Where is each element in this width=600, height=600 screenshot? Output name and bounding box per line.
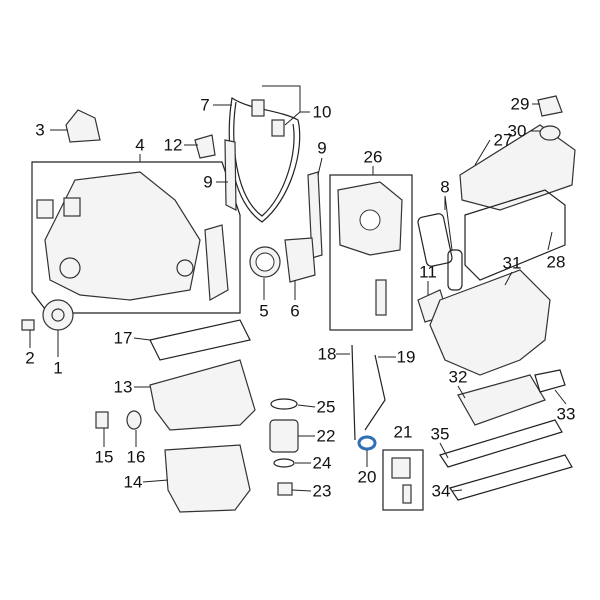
cap-part: [537, 95, 563, 117]
callout-c8[interactable]: 8: [440, 177, 450, 197]
callout-c31[interactable]: 31: [502, 253, 522, 273]
lower-oil-pan-part: [164, 444, 251, 513]
chain-guide-part: [307, 171, 323, 259]
callout-c16[interactable]: 16: [126, 447, 146, 467]
drain-plug-part: [277, 482, 293, 496]
callout-c27[interactable]: 27: [493, 130, 513, 150]
gasket-part: [449, 454, 573, 501]
plug-part: [95, 411, 109, 429]
callout-c12[interactable]: 12: [163, 135, 183, 155]
callout-c5[interactable]: 5: [259, 301, 269, 321]
tensioner-part: [251, 99, 265, 117]
cover-part: [204, 224, 229, 301]
seal-part: [539, 125, 561, 141]
callout-c22[interactable]: 22: [316, 426, 336, 446]
callout-c17[interactable]: 17: [113, 328, 133, 348]
idler-part: [194, 134, 216, 159]
callout-c28[interactable]: 28: [546, 252, 566, 272]
o-ring-part: [270, 398, 298, 410]
tensioner-part: [65, 109, 101, 143]
valve-cover-part: [459, 124, 576, 211]
gasket-part: [447, 249, 463, 291]
callout-c4[interactable]: 4: [135, 135, 145, 155]
leader-lines: [29, 85, 567, 492]
callout-c25[interactable]: 25: [316, 397, 336, 417]
group-box-4: [31, 161, 241, 314]
callout-c10[interactable]: 10: [312, 102, 332, 122]
callout-c19[interactable]: 19: [396, 347, 416, 367]
seal-part: [59, 257, 81, 279]
seal-part: [126, 410, 142, 430]
bolt-part: [21, 319, 35, 331]
gasket-part: [439, 419, 563, 468]
group-box-26: [329, 174, 413, 331]
callout-c9b[interactable]: 9: [203, 172, 213, 192]
gasket-part: [36, 199, 54, 219]
timing-cover-part: [44, 171, 201, 301]
gasket-part: [417, 213, 453, 267]
oil-filter-housing-part: [269, 419, 299, 453]
callout-c33[interactable]: 33: [556, 404, 576, 424]
filter-part: [402, 484, 412, 504]
callout-c2[interactable]: 2: [25, 348, 35, 368]
callout-c13[interactable]: 13: [113, 377, 133, 397]
filter-element-part: [391, 457, 411, 479]
callout-c7[interactable]: 7: [200, 95, 210, 115]
gasket-part: [534, 369, 566, 393]
callout-c15[interactable]: 15: [94, 447, 114, 467]
plate-part: [284, 237, 316, 283]
callout-c35[interactable]: 35: [430, 424, 450, 444]
callout-c26[interactable]: 26: [363, 147, 383, 167]
group-box-21: [382, 449, 424, 511]
gasket-part: [63, 197, 81, 217]
callout-c29[interactable]: 29: [510, 94, 530, 114]
callout-c6[interactable]: 6: [290, 301, 300, 321]
tensioner-part: [271, 119, 285, 137]
callout-c23[interactable]: 23: [312, 481, 332, 501]
callout-c24[interactable]: 24: [312, 453, 332, 473]
highlighted-o-ring-part-20[interactable]: [357, 435, 377, 451]
dipstick-tube-part: [364, 354, 386, 431]
manifold-part: [457, 374, 546, 426]
callout-c9a[interactable]: 9: [317, 138, 327, 158]
dipstick-part: [351, 344, 356, 441]
pump-rotor: [359, 209, 381, 231]
seal-part: [176, 259, 194, 277]
callout-c1[interactable]: 1: [53, 358, 63, 378]
cover-gasket-part: [464, 189, 566, 281]
upper-oil-pan-part: [149, 359, 256, 431]
callout-c20[interactable]: 20: [357, 467, 377, 487]
pulley-hub: [51, 308, 65, 322]
callout-c3[interactable]: 3: [35, 120, 45, 140]
callout-c34[interactable]: 34: [431, 481, 451, 501]
oil-seal-inner: [255, 252, 275, 272]
callout-c21[interactable]: 21: [393, 422, 413, 442]
o-ring-part: [273, 458, 295, 468]
chain-guide-part: [224, 139, 237, 211]
callout-c18[interactable]: 18: [317, 344, 337, 364]
timing-chain-inner: [233, 101, 295, 217]
callout-c14[interactable]: 14: [123, 472, 143, 492]
intake-manifold-part: [429, 269, 551, 376]
relief-valve-part: [375, 279, 387, 316]
callout-c32[interactable]: 32: [448, 367, 468, 387]
baffle-part: [149, 319, 251, 361]
callout-c11[interactable]: 11: [419, 262, 437, 282]
callout-c30[interactable]: 30: [507, 121, 527, 141]
